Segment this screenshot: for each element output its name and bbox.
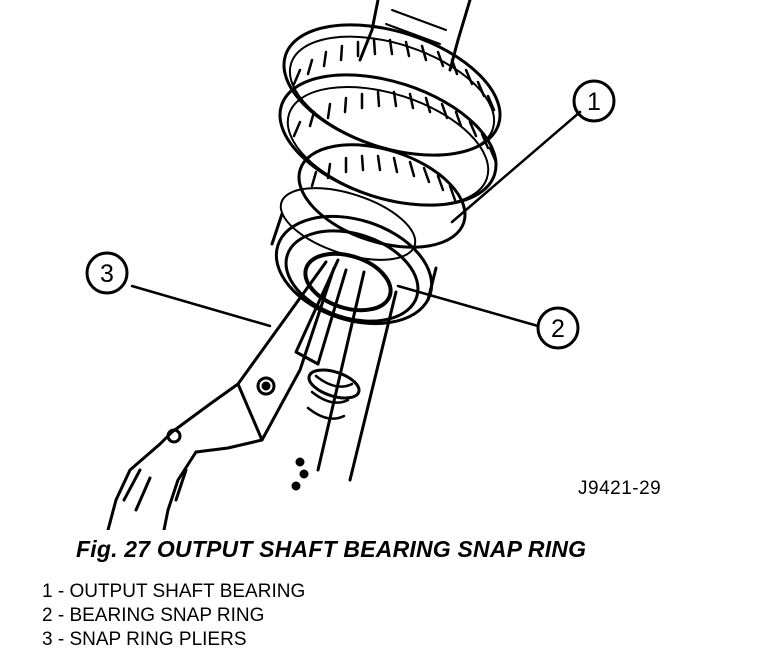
leader-line-1 — [450, 110, 582, 224]
legend-item: 2 - BEARING SNAP RING — [42, 605, 265, 626]
callout-label-1: 1 — [587, 88, 601, 116]
figure-reference-code: J9421-29 — [578, 478, 662, 499]
leader-line-3 — [130, 284, 272, 328]
callout-label-2: 2 — [551, 315, 565, 343]
callout-circle-1 — [572, 79, 616, 123]
legend-item: 3 - SNAP RING PLIERS — [42, 629, 247, 650]
technical-illustration: 1 2 3 — [85, 0, 616, 530]
legend-list: 1 - OUTPUT SHAFT BEARING 2 - BEARING SNA… — [42, 580, 305, 652]
gear-cluster — [278, 23, 502, 249]
leader-line-2 — [396, 284, 540, 328]
output-shaft — [306, 270, 398, 482]
legend-item: 1 - OUTPUT SHAFT BEARING — [42, 581, 306, 602]
callout-label-3: 3 — [100, 260, 114, 288]
figure-caption: Fig. 27 OUTPUT SHAFT BEARING SNAP RING — [76, 536, 587, 562]
callout-circle-2 — [536, 306, 580, 350]
callout-circle-3 — [85, 251, 129, 295]
snap-ring-pliers — [106, 258, 348, 530]
bearing-snap-ring — [303, 251, 393, 313]
